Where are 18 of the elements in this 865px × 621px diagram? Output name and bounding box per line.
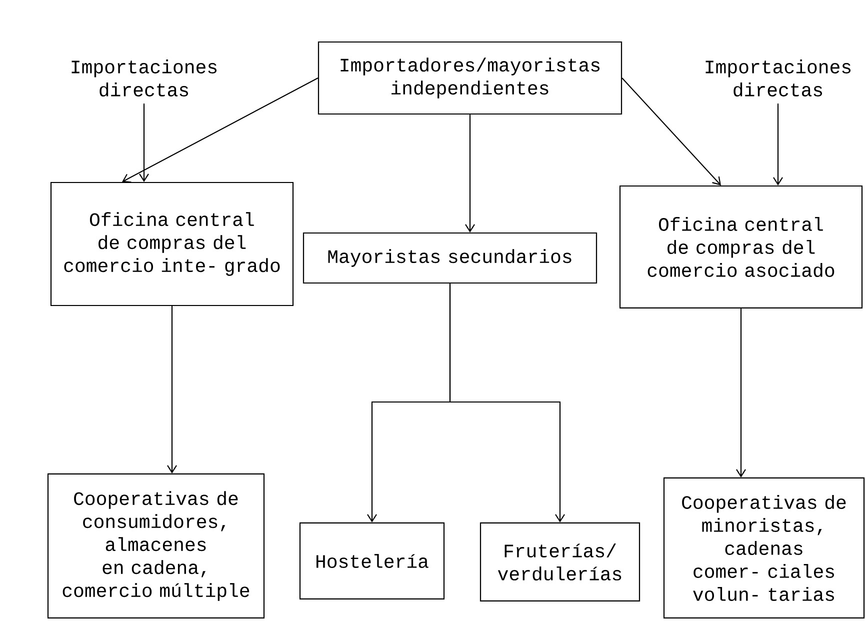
source-label: Importaciones directas — [72, 59, 217, 96]
process-box: Cooperativas de minoristas, cadenas comer- ciales volun- tarias — [663, 477, 865, 619]
arrow — [465, 114, 475, 232]
arrow — [167, 306, 177, 474]
arrow — [773, 104, 783, 186]
process-box: Oficina central de compras del comercio inte- grado — [50, 182, 294, 306]
process-box: Fruterías/ verdulerías — [480, 522, 640, 602]
process-box: Oficina central de compras del comercio asociado — [619, 185, 863, 309]
process-box: Cooperativas de consumidores, almacenes en cadena, comercio múltiple — [47, 473, 265, 619]
arrow — [622, 78, 721, 186]
arrow — [736, 308, 746, 478]
process-box: Importadores/mayoristas independientes — [318, 41, 622, 115]
process-box: Mayoristas secundarios — [302, 232, 598, 284]
arrow — [449, 284, 565, 522]
arrow — [122, 78, 318, 183]
arrow — [139, 104, 149, 182]
source-label: Importaciones directas — [706, 59, 851, 96]
process-box: Hostelería — [299, 522, 445, 600]
